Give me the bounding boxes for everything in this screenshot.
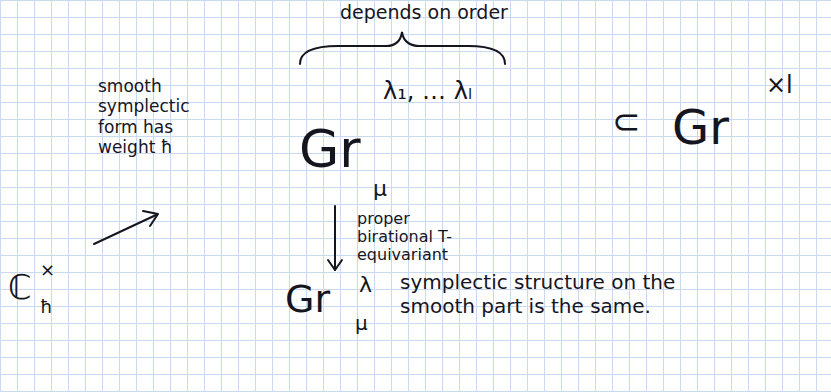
math-object: Gr λμ <box>285 272 377 337</box>
superscript: λ <box>359 272 372 297</box>
space-symbol: Gr <box>285 278 330 322</box>
arrow-label: proper birational T-equivariant <box>357 210 487 264</box>
brace-note: depends on order <box>340 2 508 24</box>
leader-arrowhead <box>143 211 158 226</box>
map-arrow <box>328 206 342 270</box>
subset-symbol: ⊂ <box>612 102 641 141</box>
curly-brace <box>300 32 505 64</box>
side-note: smooth symplectic form has weight ħ <box>98 76 226 158</box>
space-symbol: Gr <box>299 120 361 180</box>
superscript: ×l <box>766 72 793 100</box>
subscript: ħ <box>40 297 53 318</box>
space-symbol: Gr <box>672 100 729 155</box>
superscript: λ₁, … λₗ <box>383 78 472 106</box>
superscript: × <box>40 260 55 281</box>
subscript: μ <box>355 312 368 335</box>
leader-arrow <box>94 215 156 244</box>
math-object: Gr λ₁, … λₗ μ <box>295 78 476 204</box>
side-note: symplectic structure on the smooth part … <box>400 270 700 318</box>
subscript: μ <box>373 176 387 201</box>
group-symbol: ℂ <box>8 268 32 307</box>
